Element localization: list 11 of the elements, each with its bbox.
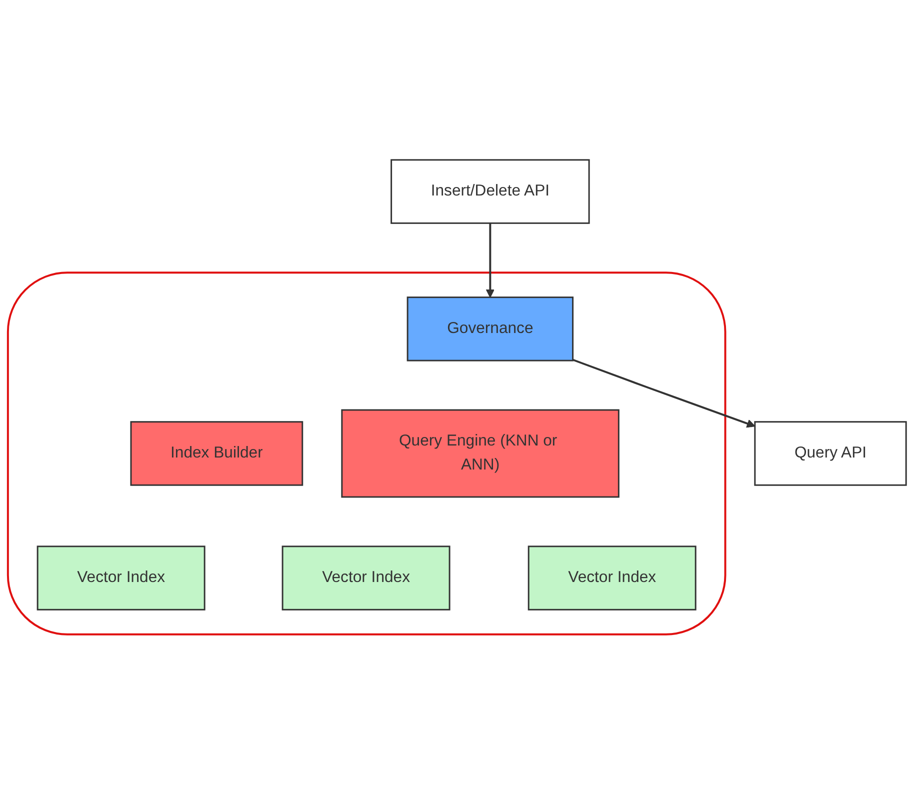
arrow — [486, 224, 495, 298]
cluster — [6, 272, 726, 636]
node-box: Index Builder — [130, 421, 304, 486]
node-box: Vector Index — [282, 546, 450, 611]
node-box: Insert/Delete API — [390, 160, 590, 224]
node-box: Vector Index — [36, 546, 206, 611]
node-box: Query Engine (KNN or ANN) — [341, 410, 620, 498]
node-box: Query API — [754, 421, 907, 486]
arrow — [572, 359, 756, 428]
node-box: Governance — [406, 296, 574, 362]
node-box: Vector Index — [528, 546, 696, 611]
